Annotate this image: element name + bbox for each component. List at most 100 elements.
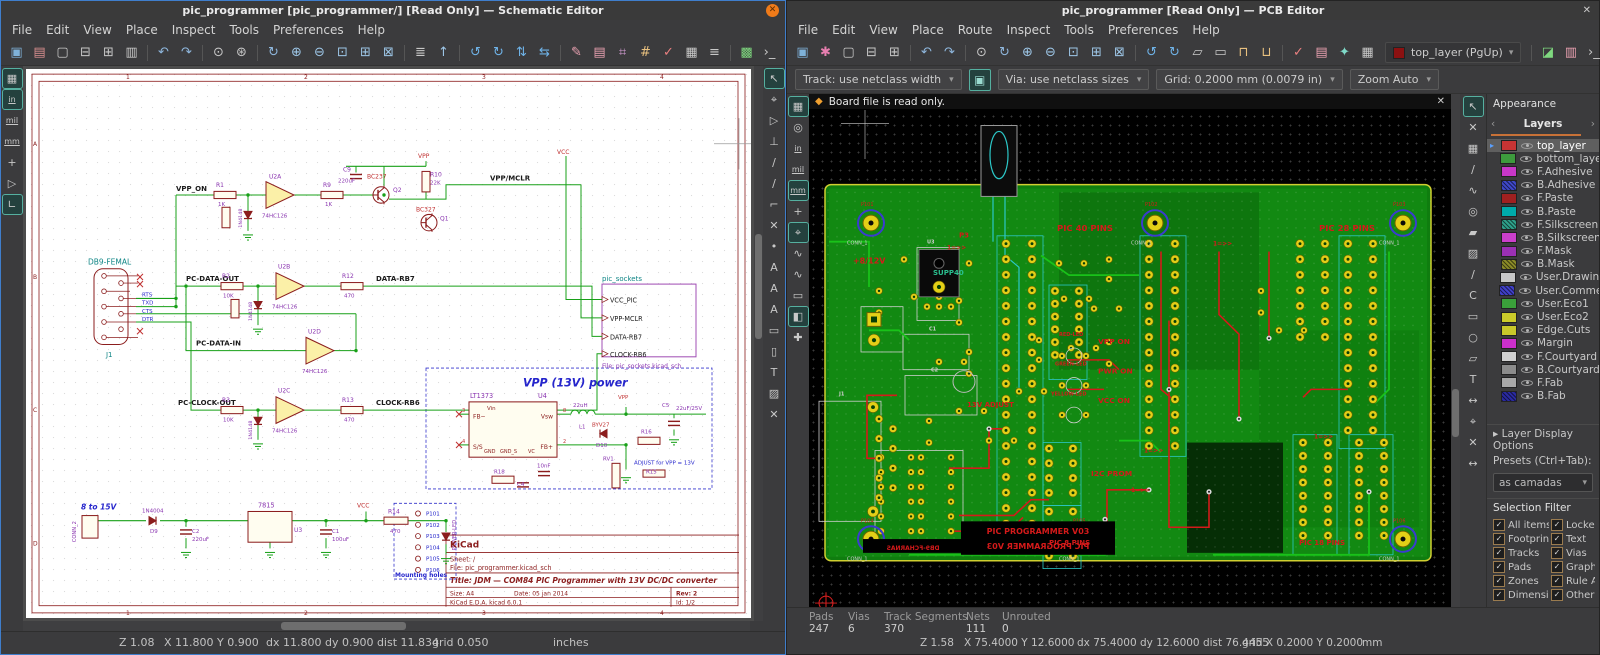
checkbox-checked[interactable]: ✓ [1493, 561, 1505, 573]
layer-visibility-eye-icon[interactable] [1521, 166, 1533, 177]
schematic-menu-inspect[interactable]: Inspect [171, 23, 216, 37]
pcb-add-zone-icon[interactable]: ▰ [1468, 226, 1478, 239]
pcb-save-icon[interactable]: ▣ [796, 45, 809, 60]
pcb-add-footprint-icon[interactable]: ▦ [1467, 142, 1479, 155]
layer-visibility-eye-icon[interactable] [1520, 232, 1533, 243]
layer-row-f-fab[interactable]: F.Fab [1487, 376, 1599, 389]
pcb-menu-place[interactable]: Place [911, 23, 944, 37]
layer-row-f-adhesive[interactable]: F.Adhesive [1487, 165, 1599, 178]
pcb-menu-view[interactable]: View [869, 23, 898, 37]
layer-row-f-mask[interactable]: F.Mask [1487, 245, 1599, 258]
layer-color-swatch[interactable] [1501, 245, 1517, 257]
layer-row-edge-cuts[interactable]: Edge.Cuts [1487, 324, 1599, 337]
layer-row-f-silkscreen[interactable]: F.Silkscreen [1487, 218, 1599, 231]
pcb-dimension-icon[interactable]: ↔ [1468, 394, 1478, 407]
schematic-symbol-browser-icon[interactable]: ▤ [593, 45, 606, 60]
layer-color-swatch[interactable] [1501, 390, 1517, 402]
schematic-add-symbol-icon[interactable]: ▷ [769, 114, 779, 127]
schematic-menu-help[interactable]: Help [357, 23, 385, 37]
layer-visibility-eye-icon[interactable] [1521, 219, 1533, 230]
pcb-grid-toggle-icon[interactable]: ▦ [787, 96, 809, 117]
schematic-select-tool-icon[interactable]: ↖ [763, 68, 785, 89]
checkbox-checked[interactable]: ✓ [1493, 589, 1505, 601]
schematic-new-page-icon[interactable]: ▢ [56, 45, 69, 60]
schematic-menu-tools[interactable]: Tools [229, 23, 259, 37]
pcb-draw-polygon-icon[interactable]: ▱ [1468, 352, 1478, 365]
layer-color-swatch[interactable] [1501, 258, 1517, 270]
pcb-titlebar[interactable]: pic_programmer [Read Only] — PCB Editor … [787, 1, 1599, 20]
schematic-hierarchy-icon[interactable]: ≣ [415, 45, 426, 60]
layer-color-swatch[interactable] [1501, 206, 1517, 218]
schematic-refresh-icon[interactable]: ↻ [268, 45, 279, 60]
pcb-units-in-icon[interactable]: in [794, 144, 802, 153]
layer-color-swatch[interactable] [1500, 232, 1517, 244]
pcb-draw-rect-icon[interactable]: ▭ [1467, 310, 1479, 323]
schematic-junction-icon[interactable]: • [770, 240, 778, 253]
pcb-zoom-selection-icon[interactable]: ⊠ [1114, 45, 1125, 60]
filter-dimensions[interactable]: ✓Dimensions [1493, 589, 1549, 601]
schematic-schematic-setup-icon[interactable]: ▤ [33, 45, 46, 60]
pcb-draw-line-icon[interactable]: ∕ [1471, 268, 1475, 281]
pcb-rotate-ccw-icon[interactable]: ↺ [1146, 45, 1157, 60]
schematic-menu-file[interactable]: File [12, 23, 33, 37]
schematic-net-label-icon[interactable]: A [770, 261, 778, 274]
schematic-hv-lines-icon[interactable]: ∟ [1, 194, 23, 215]
notification-close-icon[interactable]: ✕ [1436, 96, 1445, 107]
pcb-units-mil-icon[interactable]: mil [791, 165, 805, 174]
pcb-menu-edit[interactable]: Edit [832, 23, 856, 37]
pcb-draw-arc-icon[interactable]: C [1469, 289, 1477, 302]
pcb-console-icon[interactable]: ›_ [1588, 45, 1600, 60]
pcb-print-icon[interactable]: ⊟ [866, 45, 877, 60]
schematic-menu-view[interactable]: View [83, 23, 112, 37]
pcb-zoom-fit-icon[interactable]: ⊡ [1068, 45, 1079, 60]
layer-row-f-paste[interactable]: F.Paste [1487, 192, 1599, 205]
checkbox-checked[interactable]: ✓ [1551, 561, 1563, 573]
schematic-add-image-icon[interactable]: ▨ [768, 387, 780, 400]
checkbox-checked[interactable]: ✓ [1493, 575, 1505, 587]
layer-row-b-courtyard[interactable]: B.Courtyard [1487, 363, 1599, 376]
checkbox-checked[interactable]: ✓ [1551, 547, 1563, 559]
pcb-zoom-objects-icon[interactable]: ⊞ [1091, 45, 1102, 60]
layer-visibility-eye-icon[interactable] [1521, 312, 1533, 323]
pcb-select-tool-icon[interactable]: ↖ [1462, 96, 1484, 117]
schematic-vscrollbar[interactable] [754, 66, 763, 621]
pcb-menu-help[interactable]: Help [1192, 23, 1220, 37]
pcb-vscrollbar[interactable] [1451, 94, 1460, 607]
filter-vias[interactable]: ✓Vias [1551, 547, 1595, 559]
pcb-group-icon[interactable]: ▱ [1192, 45, 1203, 60]
schematic-print-icon[interactable]: ⊟ [80, 45, 91, 60]
pcb-add-via-icon[interactable]: ◎ [1468, 205, 1478, 218]
pcb-fp-editor-icon[interactable]: ✦ [1339, 45, 1350, 60]
pcb-draw-circle-icon[interactable]: ○ [1468, 331, 1478, 344]
filter-zones[interactable]: ✓Zones [1493, 575, 1549, 587]
pcb-ratsnest-icon[interactable]: ∿ [793, 247, 803, 260]
layer-visibility-eye-icon[interactable] [1521, 180, 1533, 191]
track-width-dropdown[interactable]: Track: use netclass width▾ [795, 69, 962, 90]
layer-color-swatch[interactable] [1500, 364, 1517, 376]
layer-color-swatch[interactable] [1500, 153, 1517, 165]
layer-visibility-eye-icon[interactable] [1521, 206, 1533, 217]
schematic-hscrollbar[interactable] [23, 621, 750, 631]
pcb-tune-length-icon[interactable]: ∿ [1468, 184, 1478, 197]
pcb-page-settings-icon[interactable]: ▢ [842, 45, 855, 60]
filter-footprints[interactable]: ✓Footprints [1493, 533, 1549, 545]
filter-graphics[interactable]: ✓Graphics [1551, 561, 1595, 573]
pcb-no-ratsnest-icon[interactable]: ✕ [1468, 121, 1478, 134]
pcb-polar-coords-icon[interactable]: ◎ [793, 121, 803, 134]
schematic-zoom-page-icon[interactable]: ⊞ [360, 45, 371, 60]
schematic-add-sheet-icon[interactable]: ▯ [770, 345, 778, 358]
zoom-dropdown[interactable]: Zoom Auto▾ [1349, 69, 1439, 90]
pcb-pad-display-icon[interactable]: ⌖ [787, 222, 809, 243]
pcb-set-origin-icon[interactable]: ⌖ [1469, 414, 1477, 428]
layer-color-swatch[interactable] [1499, 271, 1516, 283]
grid-dropdown[interactable]: Grid: 0.2000 mm (0.0079 in)▾ [1156, 69, 1343, 90]
pcb-lock-icon[interactable]: ⊓ [1238, 45, 1249, 60]
schematic-edit-fields-icon[interactable]: ▦ [685, 45, 698, 60]
schematic-no-connect-icon[interactable]: ✕ [769, 219, 779, 232]
layer-visibility-eye-icon[interactable] [1521, 391, 1533, 402]
layer-visibility-eye-icon[interactable] [1521, 140, 1533, 151]
filter-locked-items[interactable]: ✓Locked items [1551, 519, 1595, 531]
schematic-console-icon[interactable]: ›_ [763, 45, 776, 60]
close-button[interactable]: ✕ [766, 4, 779, 17]
